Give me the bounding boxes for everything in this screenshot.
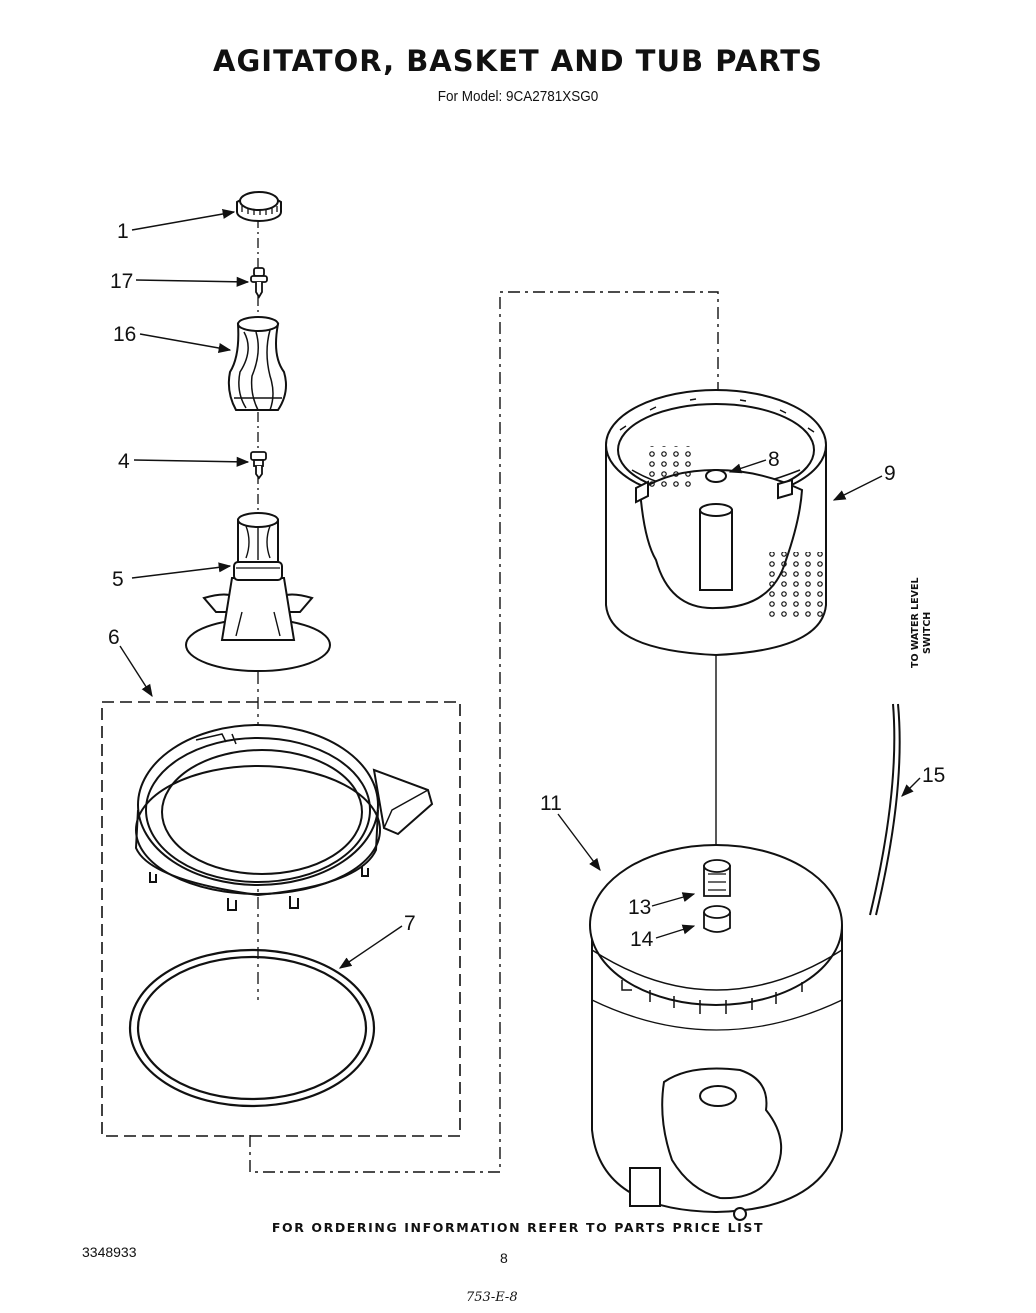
- page-title: AGITATOR, BASKET AND TUB PARTS: [213, 44, 823, 78]
- hub-14: [703, 905, 731, 933]
- agitator-cap: [236, 191, 282, 222]
- callout-8: 8: [768, 448, 780, 471]
- leader-6: [119, 645, 153, 698]
- callout-4: 4: [118, 450, 130, 473]
- ordering-note: FOR ORDERING INFORMATION REFER TO PARTS …: [271, 1220, 765, 1235]
- fastener-17: [250, 267, 268, 299]
- callout-6: 6: [108, 626, 120, 649]
- fastener-4: [250, 451, 267, 480]
- side-label-line2: SWITCH: [922, 612, 933, 654]
- callout-11: 11: [540, 792, 562, 815]
- leader-5: [131, 562, 232, 579]
- seal-ring: [128, 948, 376, 1108]
- handwritten-code: 753-E-8: [466, 1290, 518, 1305]
- leader-9: [832, 475, 883, 501]
- basket: [605, 389, 827, 657]
- callout-7: 7: [404, 912, 416, 935]
- leader-1: [131, 209, 236, 231]
- water-level-switch-label: TO WATER LEVEL SWITCH: [910, 577, 933, 668]
- leader-7: [338, 925, 403, 969]
- callout-9: 9: [884, 462, 896, 485]
- callout-17: 17: [110, 270, 133, 293]
- connector-line: [249, 291, 719, 1173]
- hub-13: [703, 859, 731, 897]
- callout-13: 13: [628, 896, 651, 919]
- agitator-barrel: [227, 316, 287, 411]
- leader-17: [135, 276, 250, 287]
- agitator: [185, 512, 331, 672]
- leader-14: [655, 924, 696, 939]
- document-number: 3348933: [82, 1244, 137, 1260]
- page-number: 8: [500, 1250, 508, 1266]
- side-label-line1: TO WATER LEVEL: [910, 577, 921, 668]
- leader-16: [139, 333, 232, 353]
- water-level-hose: [869, 703, 901, 916]
- callout-16: 16: [113, 323, 136, 346]
- callout-5: 5: [112, 568, 124, 591]
- tub-ring: [134, 724, 434, 911]
- leader-4: [133, 456, 250, 467]
- leader-13: [651, 892, 696, 907]
- callout-1: 1: [117, 220, 129, 243]
- callout-15: 15: [922, 764, 945, 787]
- leader-11: [557, 813, 601, 872]
- callout-14: 14: [630, 928, 654, 951]
- leader-8: [728, 459, 767, 474]
- model-subtitle: For Model: 9CA2781XSG0: [437, 88, 599, 105]
- leader-15: [901, 777, 921, 797]
- leader-lines: [119, 209, 921, 969]
